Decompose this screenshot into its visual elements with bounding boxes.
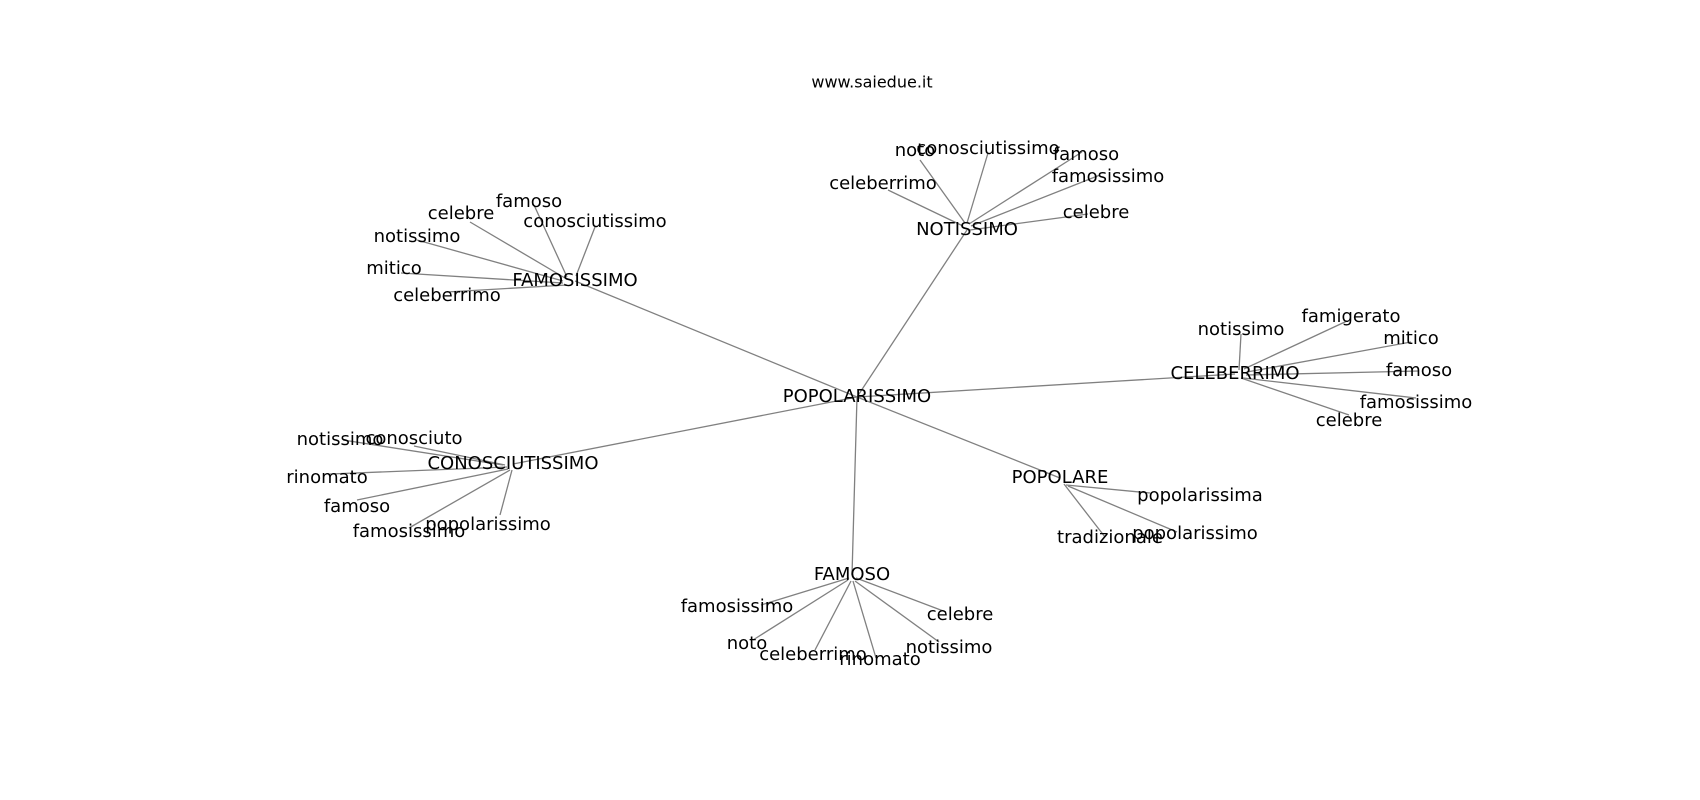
edge-famosissimo-to-famoso xyxy=(533,204,568,278)
leaf-node-rinomato: rinomato xyxy=(286,467,367,488)
edge-conosciutissimo-to-popolarissimo xyxy=(499,469,513,516)
edge-famoso-to-celeberrimo xyxy=(814,580,852,651)
leaf-node-famoso: famoso xyxy=(1386,360,1452,381)
leaf-node-tradizionale: tradizionale xyxy=(1057,527,1163,548)
edge-center-to-conosciutissimo xyxy=(512,396,858,465)
leaf-node-celeberrimo: celeberrimo xyxy=(759,644,867,665)
leaf-node-conosciuto: conosciuto xyxy=(365,428,462,449)
edge-celeberrimo-to-celebre xyxy=(1240,377,1350,416)
leaf-node-famoso: famoso xyxy=(496,191,562,212)
edge-famosissimo-to-conosciutissimo xyxy=(575,226,596,277)
edge-famosissimo-to-celeberrimo xyxy=(446,284,568,293)
leaf-node-notissimo: notissimo xyxy=(374,226,461,247)
graph-edges xyxy=(329,151,1420,659)
edge-famoso-to-noto xyxy=(752,579,849,641)
edge-famosissimo-to-mitico xyxy=(400,272,564,284)
edge-celeberrimo-to-famigerato xyxy=(1243,320,1348,370)
hub-node-celeberrimo: CELEBERRIMO xyxy=(1170,363,1299,384)
edge-famosissimo-to-notissimo xyxy=(416,239,564,282)
leaf-node-notissimo: notissimo xyxy=(297,429,384,450)
leaf-node-popolarissimo: popolarissimo xyxy=(425,514,551,535)
leaf-node-celeberrimo: celeberrimo xyxy=(829,173,937,194)
edge-famoso-to-famosissimo xyxy=(760,577,850,606)
center-node: POPOLARISSIMO xyxy=(783,386,931,407)
edge-famoso-to-notissimo xyxy=(854,580,940,643)
edge-popolare-to-popolarissimo xyxy=(1067,485,1178,533)
edge-conosciutissimo-to-notissimo xyxy=(342,439,504,466)
edge-famosissimo-to-celebre xyxy=(469,221,566,279)
edge-conosciutissimo-to-famosissimo xyxy=(408,469,511,529)
leaf-node-famosissimo: famosissimo xyxy=(1360,392,1473,413)
edge-conosciutissimo-to-famoso xyxy=(356,468,509,501)
edge-notissimo-to-celebre xyxy=(969,213,1089,231)
leaf-node-famosissimo: famosissimo xyxy=(1052,166,1165,187)
hub-node-famosissimo: FAMOSISSIMO xyxy=(512,270,637,291)
leaf-node-celebre: celebre xyxy=(1316,410,1383,431)
leaf-node-popolarissimo: popolarissimo xyxy=(1132,523,1258,544)
edge-notissimo-to-famosissimo xyxy=(970,174,1101,227)
leaf-node-famoso: famoso xyxy=(324,496,390,517)
edge-celeberrimo-to-famoso xyxy=(1245,370,1420,376)
leaf-node-noto: noto xyxy=(727,633,768,654)
edge-center-to-celeberrimo xyxy=(856,373,1236,398)
edge-popolare-to-popolarissima xyxy=(1065,484,1151,494)
edge-center-to-notissimo xyxy=(856,229,968,398)
edge-celeberrimo-to-famosissimo xyxy=(1242,377,1417,399)
leaf-node-rinomato: rinomato xyxy=(839,649,920,670)
leaf-node-famigerato: famigerato xyxy=(1302,306,1401,327)
leaf-node-notissimo: notissimo xyxy=(1198,319,1285,340)
edge-center-to-popolare xyxy=(856,396,1061,479)
leaf-node-celeberrimo: celeberrimo xyxy=(393,285,501,306)
hub-node-notissimo: NOTISSIMO xyxy=(916,219,1018,240)
edge-famoso-to-celebre xyxy=(855,577,947,613)
edge-celeberrimo-to-mitico xyxy=(1246,341,1412,373)
edge-notissimo-to-celeberrimo xyxy=(887,189,964,227)
edge-popolare-to-tradizionale xyxy=(1063,483,1106,538)
edge-conosciutissimo-to-conosciuto xyxy=(413,445,506,466)
leaf-node-celebre: celebre xyxy=(927,604,994,625)
edge-notissimo-to-famoso xyxy=(968,151,1083,225)
edge-center-to-famosissimo xyxy=(574,280,858,398)
leaf-node-popolarissima: popolarissima xyxy=(1137,485,1263,506)
leaf-node-noto: noto xyxy=(895,140,936,161)
hub-node-famoso: FAMOSO xyxy=(814,564,890,585)
leaf-node-famoso: famoso xyxy=(1053,144,1119,165)
leaf-node-celebre: celebre xyxy=(428,203,495,224)
edge-celeberrimo-to-notissimo xyxy=(1238,333,1242,371)
graph-nodes: POPOLARISSIMONOTISSIMOnotoconosciutissim… xyxy=(286,138,1472,670)
site-label: www.saiedue.it xyxy=(811,73,932,92)
leaf-node-conosciutissimo: conosciutissimo xyxy=(523,211,666,232)
leaf-node-notissimo: notissimo xyxy=(906,637,993,658)
edge-notissimo-to-conosciutissimo xyxy=(966,152,989,224)
leaf-node-famosissimo: famosissimo xyxy=(353,521,466,542)
leaf-node-mitico: mitico xyxy=(1383,328,1439,349)
leaf-node-famosissimo: famosissimo xyxy=(681,596,794,617)
hub-node-conosciutissimo: CONOSCIUTISSIMO xyxy=(427,453,598,474)
leaf-node-celebre: celebre xyxy=(1063,202,1130,223)
edge-notissimo-to-noto xyxy=(919,159,966,224)
edge-center-to-famoso xyxy=(851,396,858,576)
leaf-node-mitico: mitico xyxy=(366,258,422,279)
edge-conosciutissimo-to-rinomato xyxy=(329,466,508,475)
hub-node-popolare: POPOLARE xyxy=(1012,467,1109,488)
edge-famoso-to-rinomato xyxy=(852,580,877,659)
leaf-node-conosciutissimo: conosciutissimo xyxy=(916,138,1059,159)
